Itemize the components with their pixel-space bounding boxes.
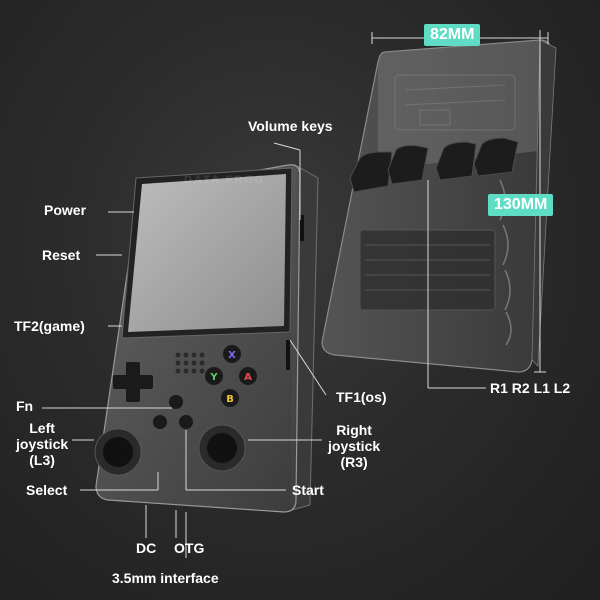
front-view: X Y A B	[94, 164, 319, 513]
watermark: DATA FROG	[184, 174, 266, 186]
width-dimension-badge: 82MM	[424, 24, 481, 46]
label-dc: DC	[136, 540, 157, 556]
label-tf2-game: TF2(game)	[14, 318, 85, 334]
label-reset: Reset	[42, 247, 81, 263]
label-left-joystick: Left joystick (L3)	[16, 420, 69, 468]
height-dimension-badge: 130MM	[488, 194, 554, 216]
svg-text:A: A	[244, 372, 252, 383]
label-power: Power	[44, 202, 87, 218]
svg-text:Y: Y	[209, 372, 218, 383]
label-audio-jack: 3.5mm interface	[112, 570, 219, 586]
svg-text:B: B	[226, 394, 234, 405]
label-tf1-os: TF1(os)	[336, 389, 387, 405]
face-buttons: X Y A B	[205, 345, 257, 407]
back-view	[321, 39, 557, 373]
label-fn: Fn	[16, 398, 34, 414]
label-otg: OTG	[174, 540, 205, 556]
label-volume-keys: Volume keys	[248, 118, 333, 134]
label-start: Start	[292, 482, 324, 498]
label-select: Select	[26, 482, 68, 498]
label-shoulder-buttons: R1 R2 L1 L2	[490, 380, 571, 396]
svg-text:X: X	[228, 350, 236, 361]
label-right-joystick: Right joystick (R3)	[328, 422, 381, 470]
